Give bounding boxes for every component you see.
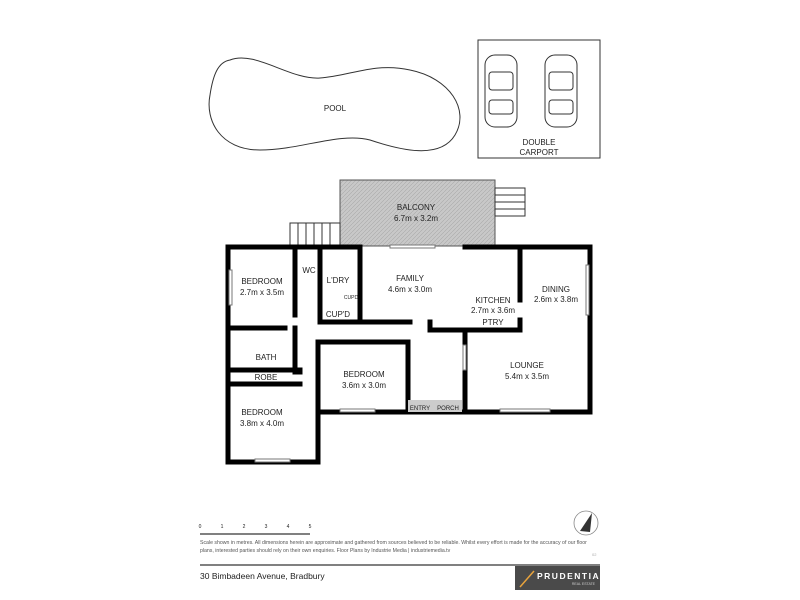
- logo-name: PRUDENTIAL: [537, 571, 607, 581]
- pool-label: POOL: [324, 104, 347, 113]
- scale-tick: 0: [199, 524, 202, 530]
- room-size: 3.6m x 3.0m: [342, 381, 386, 390]
- address: 30 Bimbadeen Avenue, Bradbury: [200, 571, 325, 581]
- carport: [477, 39, 601, 159]
- logo-sub: REAL ESTATE: [571, 582, 595, 586]
- scale-tick: 4: [287, 524, 290, 530]
- pool: [208, 57, 461, 152]
- room-size: 2.6m x 3.8m: [534, 295, 578, 304]
- car-icon: [484, 54, 578, 128]
- room-name: L'DRY: [327, 276, 350, 285]
- logo-slash-icon: [519, 570, 535, 588]
- room-name: CUP'D: [326, 310, 350, 319]
- room-name: WC: [302, 266, 316, 275]
- windows: [228, 244, 590, 463]
- scale-tick: 2: [243, 524, 246, 530]
- stairs: [289, 187, 526, 247]
- room-name: CUPD: [344, 295, 359, 301]
- balcony: [339, 179, 496, 247]
- room-name: LOUNGE: [510, 361, 544, 370]
- scale-tick: 1: [221, 524, 224, 530]
- room-size: 3.8m x 4.0m: [240, 419, 284, 428]
- balcony-size: 6.7m x 3.2m: [394, 214, 438, 223]
- room-name: FAMILY: [396, 274, 425, 283]
- scale-bar: 0 1 2 3 4 5: [199, 524, 312, 535]
- room-name: DINING: [542, 285, 570, 294]
- balcony-name: BALCONY: [397, 203, 436, 212]
- room-size: 2.7m x 3.6m: [471, 306, 515, 315]
- disclaimer: Scale shown in metres. All dimensions he…: [200, 540, 587, 554]
- north-arrow-icon: [573, 510, 599, 536]
- room-name: BEDROOM: [241, 277, 283, 286]
- prudential-logo: PRUDENTIAL REAL ESTATE: [515, 566, 605, 590]
- entry-porch: [408, 400, 462, 412]
- room-name: PORCH: [437, 406, 459, 412]
- room-name: KITCHEN: [475, 296, 510, 305]
- room-name: BEDROOM: [343, 370, 385, 379]
- room-size: 4.6m x 3.0m: [388, 285, 432, 294]
- plan-code: 02: [592, 552, 597, 557]
- carport-label-2: CARPORT: [520, 148, 559, 157]
- carport-label-1: DOUBLE: [523, 138, 556, 147]
- scale-tick: 5: [309, 524, 312, 530]
- scale-tick: 3: [265, 524, 268, 530]
- room-size: 5.4m x 3.5m: [505, 372, 549, 381]
- room-name: ROBE: [255, 373, 278, 382]
- room-name: PTRY: [482, 318, 504, 327]
- room-name: BEDROOM: [241, 408, 283, 417]
- room-name: BATH: [256, 353, 277, 362]
- room-size: 2.7m x 3.5m: [240, 288, 284, 297]
- room-name: ENTRY: [410, 406, 430, 412]
- walls: [225, 244, 593, 465]
